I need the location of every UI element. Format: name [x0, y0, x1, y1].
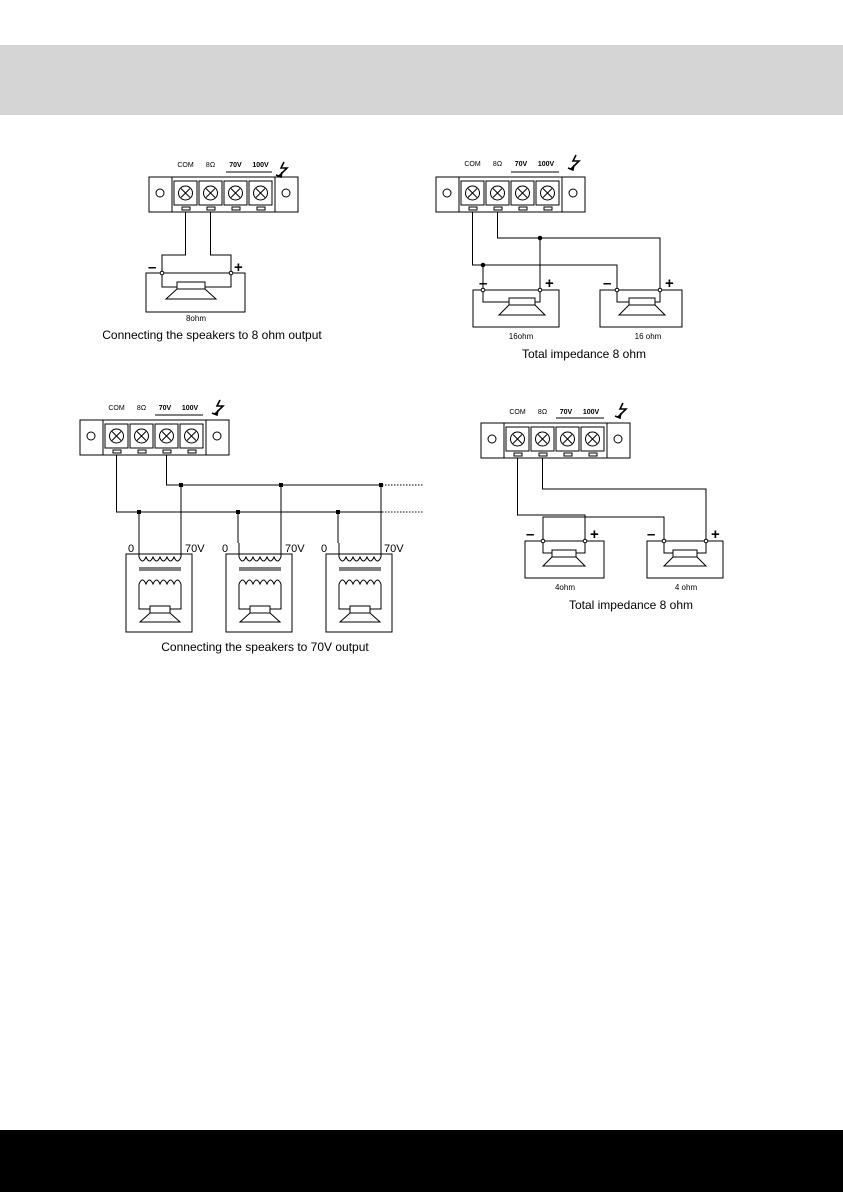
- transformer-speaker-box: [326, 543, 392, 632]
- caption: Total impedance 8 ohm: [569, 598, 693, 612]
- terminal-block: [481, 403, 630, 458]
- terminal-block: [149, 162, 298, 212]
- minus-sign: –: [647, 526, 655, 543]
- terminal-label-100v: 100V: [252, 162, 269, 169]
- terminal-label-70v: 70V: [560, 409, 573, 416]
- plus-sign: +: [665, 275, 674, 292]
- tap-label-70v: 70V: [285, 543, 305, 555]
- diagram-70v: [80, 400, 423, 632]
- transformer-speaker-box: [226, 543, 292, 632]
- plus-sign: +: [590, 526, 599, 543]
- terminal-label-8ohm: 8Ω: [493, 161, 502, 168]
- terminal-label-70v: 70V: [159, 405, 172, 412]
- tap-label-0: 0: [128, 543, 134, 555]
- tap-label-70v: 70V: [384, 543, 404, 555]
- plus-sign: +: [234, 259, 243, 276]
- speaker-impedance-label: 8ohm: [186, 314, 206, 323]
- terminal-label-100v: 100V: [583, 409, 600, 416]
- tap-label-0: 0: [222, 543, 228, 555]
- caption: Connecting the speakers to 70V output: [161, 640, 369, 654]
- speaker-impedance-label: 16 ohm: [635, 332, 662, 341]
- terminal-label-com: COM: [108, 405, 125, 412]
- terminal-label-com: COM: [464, 161, 481, 168]
- transformer-speaker-box: [126, 543, 192, 632]
- tap-label-0: 0: [321, 543, 327, 555]
- terminal-label-8ohm: 8Ω: [137, 405, 146, 412]
- terminal-label-8ohm: 8Ω: [538, 409, 547, 416]
- terminal-label-70v: 70V: [229, 162, 242, 169]
- minus-sign: –: [526, 526, 534, 543]
- plus-sign: +: [711, 526, 720, 543]
- minus-sign: –: [603, 275, 611, 292]
- speaker-impedance-label: 16ohm: [509, 332, 534, 341]
- minus-sign: –: [479, 275, 487, 292]
- terminal-label-8ohm: 8Ω: [206, 162, 215, 169]
- tap-label-70v: 70V: [185, 543, 205, 555]
- terminal-block: [436, 155, 585, 212]
- caption: Connecting the speakers to 8 ohm output: [102, 328, 322, 342]
- diagram-8ohm: [146, 162, 298, 312]
- footer-band: [0, 1130, 843, 1192]
- plus-sign: +: [545, 275, 554, 292]
- terminal-label-70v: 70V: [515, 161, 528, 168]
- speaker-impedance-label: 4 ohm: [675, 583, 698, 592]
- caption: Total impedance 8 ohm: [522, 347, 646, 361]
- terminal-block: [80, 400, 229, 455]
- speaker-impedance-label: 4ohm: [555, 583, 575, 592]
- terminal-label-com: COM: [177, 162, 194, 169]
- diagram-4ohm-series: [481, 403, 723, 578]
- minus-sign: –: [148, 259, 156, 276]
- diagram-16ohm-parallel: [436, 155, 682, 327]
- terminal-label-com: COM: [509, 409, 526, 416]
- terminal-label-100v: 100V: [182, 405, 199, 412]
- terminal-label-100v: 100V: [538, 161, 555, 168]
